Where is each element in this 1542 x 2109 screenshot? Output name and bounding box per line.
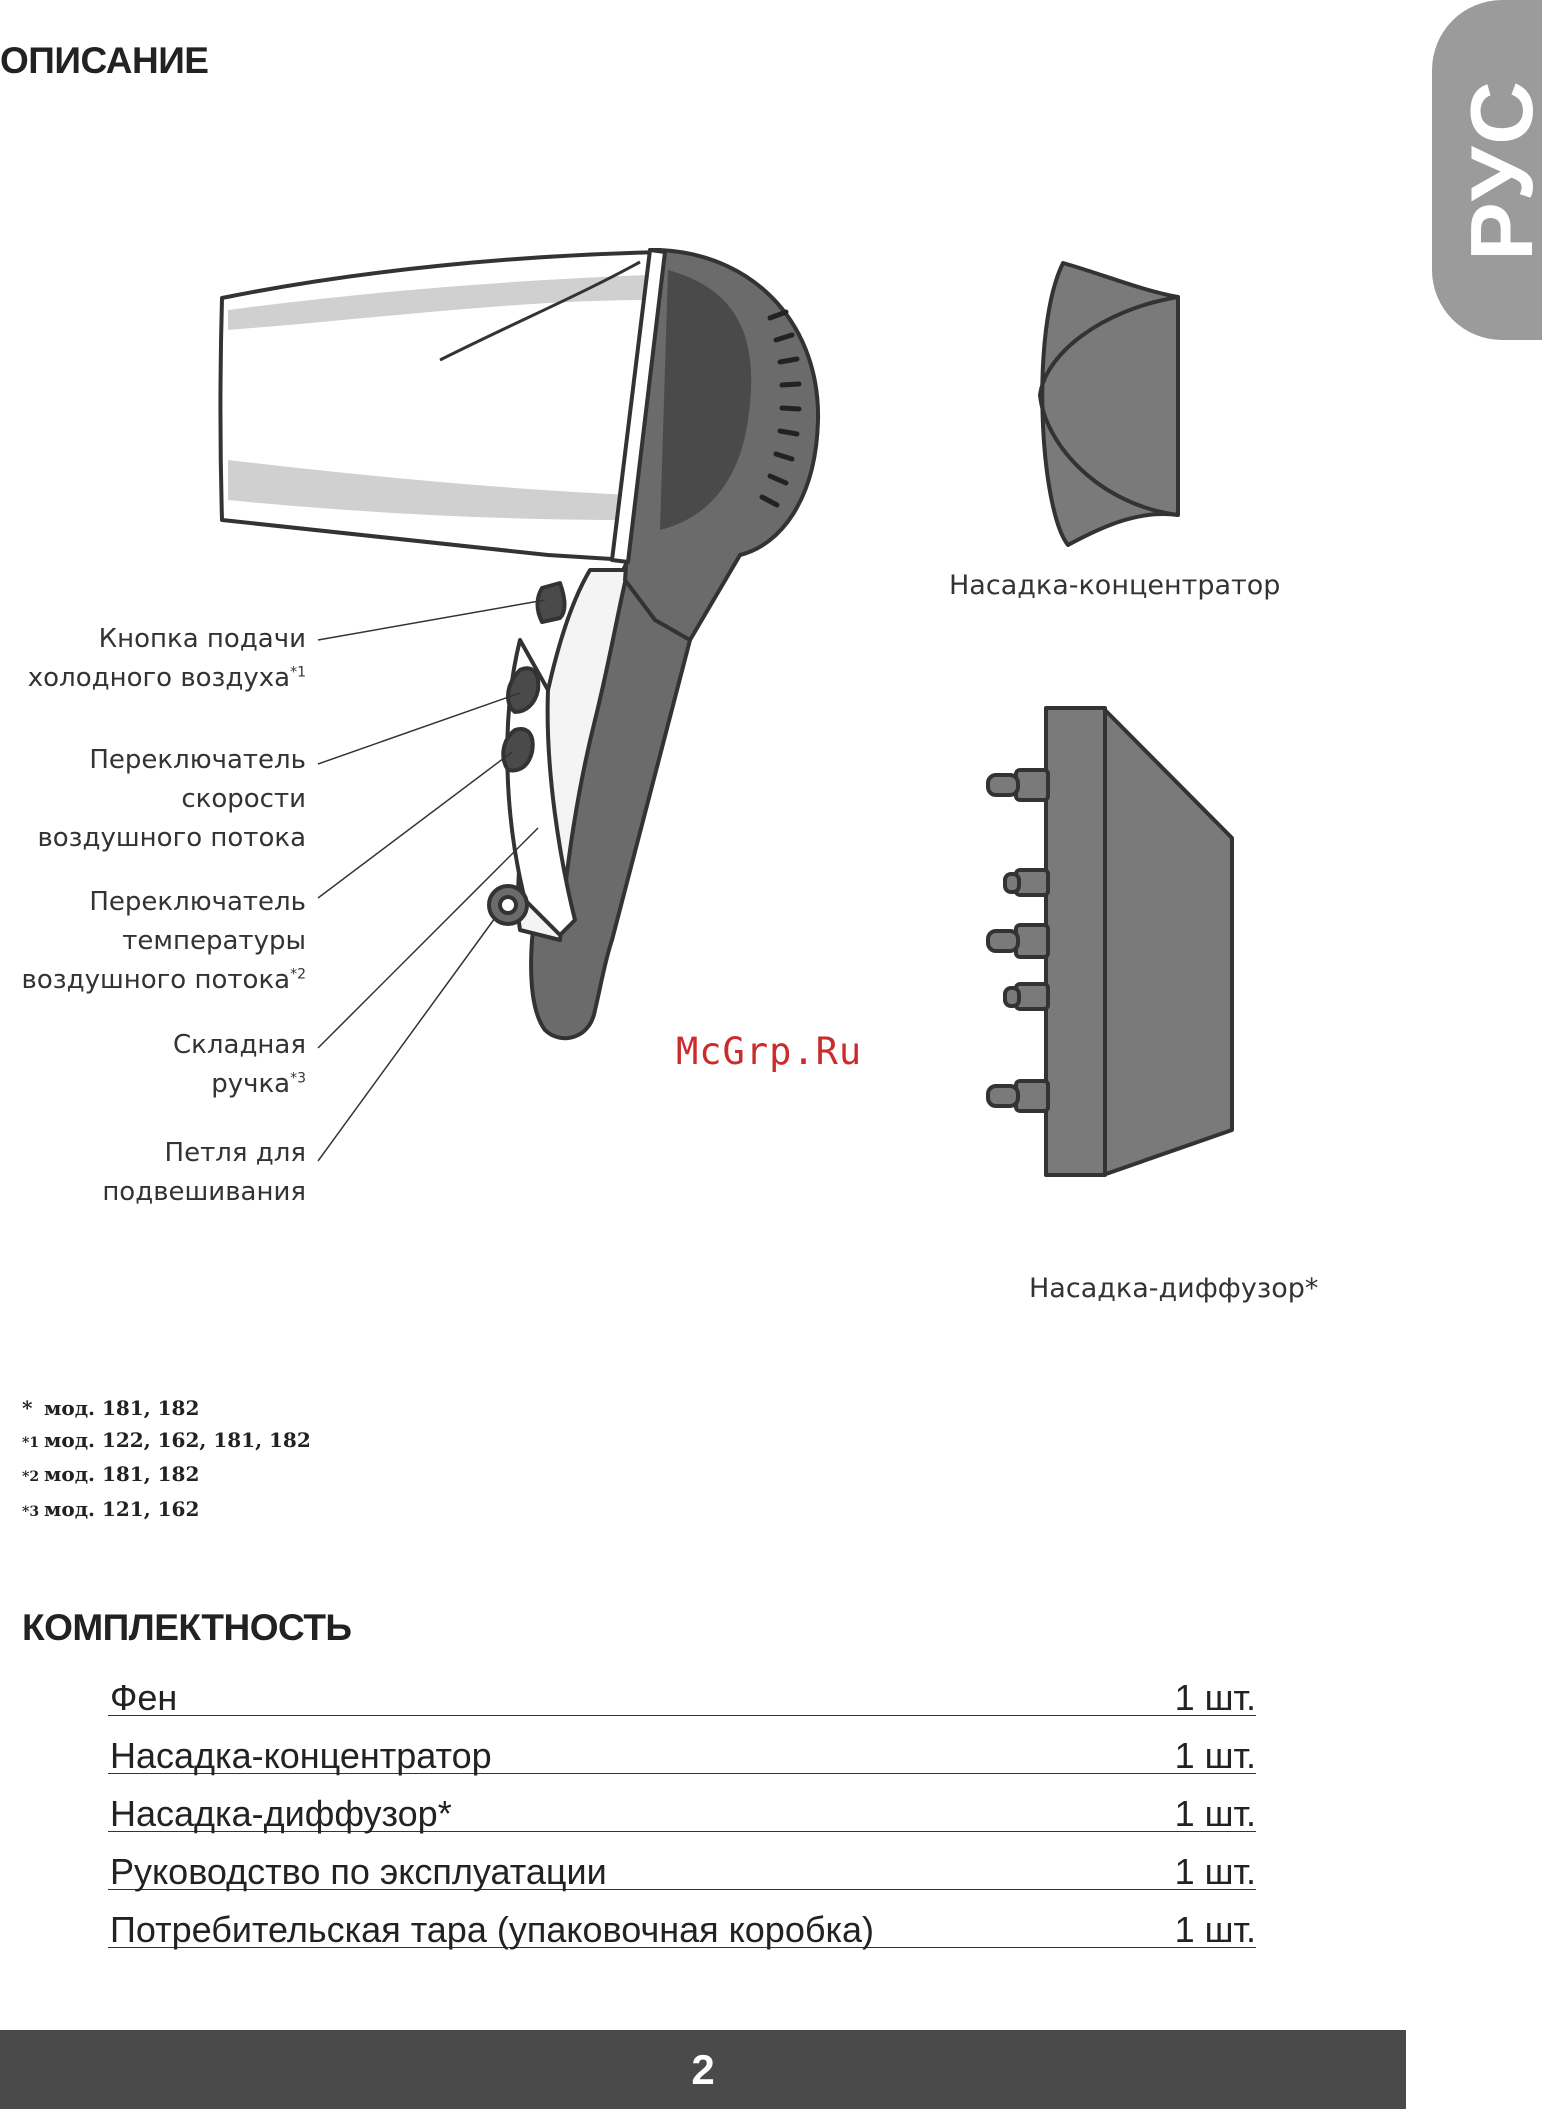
callout-line: ручка*3 xyxy=(0,1065,306,1104)
kit-item-qty: 1 шт. xyxy=(1174,1793,1256,1834)
callout-mark: *3 xyxy=(290,1070,306,1087)
kit-title: КОМПЛЕКТНОСТЬ xyxy=(22,1607,352,1648)
callout-line: подвешивания xyxy=(102,1177,306,1207)
kit-item-name: Насадка-диффузор* xyxy=(110,1793,452,1834)
callout-lines xyxy=(317,599,546,1162)
kit-item: Насадка-диффузор* 1 шт. xyxy=(108,1774,1256,1834)
kit-item-name: Насадка-концентратор xyxy=(110,1735,492,1776)
footnote: * мод. 181, 182 xyxy=(22,1393,311,1425)
callout-mark: *1 xyxy=(290,664,306,681)
page-title: ОПИСАНИЕ xyxy=(0,40,209,81)
kit-item-qty: 1 шт. xyxy=(1174,1851,1256,1892)
page-number: 2 xyxy=(691,2045,715,2093)
language-tab: РУС xyxy=(1432,0,1542,340)
callout-line: воздушного потока*2 xyxy=(0,961,306,1000)
kit-list: Фен 1 шт. Насадка-концентратор 1 шт. Нас… xyxy=(108,1658,1256,1950)
footnote-text: мод. 122, 162, 181, 182 xyxy=(44,1427,311,1452)
callout-speed-switch: Переключатель скорости воздушного потока xyxy=(0,741,306,858)
callout-text: холодного воздуха xyxy=(27,663,291,693)
kit-item-qty: 1 шт. xyxy=(1174,1735,1256,1776)
callout-hanging-loop: Петля для подвешивания xyxy=(0,1134,306,1212)
callout-folding-handle: Складная ручка*3 xyxy=(0,1026,306,1104)
callout-line: холодного воздуха*1 xyxy=(0,659,306,698)
callout-line: воздушного потока xyxy=(37,823,306,853)
callout-cold-air-button: Кнопка подачи холодного воздуха*1 xyxy=(0,620,306,698)
concentrator-nozzle-illustration xyxy=(1038,261,1180,547)
watermark: McGrp.Ru xyxy=(676,1030,863,1073)
callout-line: температуры xyxy=(122,926,306,956)
kit-item-qty: 1 шт. xyxy=(1174,1909,1256,1950)
callout-line: Переключатель xyxy=(89,745,306,775)
callout-line: скорости xyxy=(181,784,306,814)
callout-text: ручка xyxy=(211,1069,291,1099)
kit-item-name: Потребительская тара (упаковочная коробк… xyxy=(110,1909,875,1950)
kit-item-qty: 1 шт. xyxy=(1174,1677,1256,1718)
concentrator-caption: Насадка-концентратор xyxy=(949,570,1281,601)
callout-text: воздушного потока xyxy=(21,965,291,995)
footnote-text: мод. 181, 182 xyxy=(44,1462,200,1486)
callout-line: Кнопка подачи xyxy=(98,624,306,654)
hair-dryer-illustration xyxy=(218,248,821,1041)
callout-mark: *2 xyxy=(290,966,306,983)
diffuser-caption: Насадка-диффузор* xyxy=(1029,1273,1319,1304)
kit-item: Насадка-концентратор 1 шт. xyxy=(108,1716,1256,1776)
diffuser-nozzle-illustration xyxy=(986,706,1234,1177)
kit-item-name: Фен xyxy=(110,1677,178,1718)
page-footer: 2 xyxy=(0,2030,1406,2109)
callout-line: Петля для xyxy=(164,1138,306,1168)
kit-item: Фен 1 шт. xyxy=(108,1658,1256,1718)
footnote-text: мод. 181, 182 xyxy=(44,1396,200,1420)
footnote-mark: *2 xyxy=(22,1469,40,1485)
footnote-mark: *1 xyxy=(22,1434,40,1451)
footnote-text: мод. 121, 162 xyxy=(44,1496,200,1521)
kit-item: Руководство по эксплуатации 1 шт. xyxy=(108,1832,1256,1892)
callout-temperature-switch: Переключатель температуры воздушного пот… xyxy=(0,883,306,1000)
kit-item: Потребительская тара (упаковочная коробк… xyxy=(108,1890,1256,1950)
kit-item-name: Руководство по эксплуатации xyxy=(110,1851,607,1892)
footnote-mark: * xyxy=(22,1396,33,1420)
callout-line: Переключатель xyxy=(89,887,306,917)
footnote-mark: *3 xyxy=(22,1503,40,1520)
callout-line: Складная xyxy=(173,1030,306,1060)
